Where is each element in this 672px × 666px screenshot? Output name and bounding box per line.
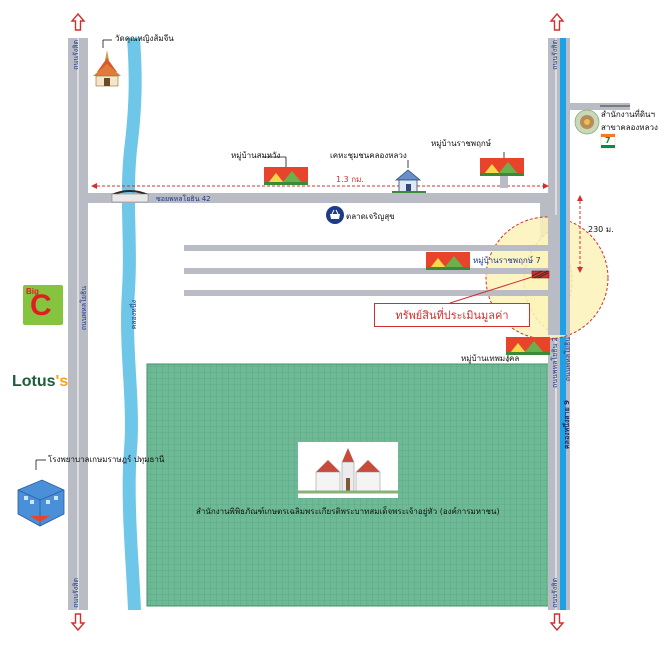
arrow-up-left-icon	[70, 12, 86, 31]
distance-vertical-label: 230 ม.	[588, 225, 614, 234]
right-road-label-top: ถนนรังสิต	[551, 40, 559, 70]
asset-pointer-line	[449, 276, 533, 304]
land-office-icon	[574, 109, 600, 135]
village-somwang-icon	[264, 167, 308, 185]
asset-callout: ทรัพย์สินที่ประเมินมูลค่า	[374, 303, 530, 327]
lotus-suffix-text: 's	[55, 373, 69, 390]
lotus-logo: Lotus's	[12, 373, 68, 391]
bigc-logo: Big C	[23, 285, 63, 325]
arrow-down-left-icon	[70, 613, 86, 632]
right-road-label-mid: ถนนพหลโยธิน 2	[551, 337, 559, 388]
left-road-label-bottom: ถนนรังสิต	[72, 578, 80, 608]
seven-eleven-icon	[600, 133, 616, 149]
temple-icon	[93, 50, 121, 87]
village-road-2	[184, 268, 548, 274]
soi-road	[88, 193, 548, 203]
right-road-label-mid2: ถนนพหลโยธิน	[564, 337, 572, 382]
seven-eleven-label: 7	[605, 136, 611, 145]
village-rajapruk-icon	[480, 158, 524, 176]
bigc-small-text: Big	[26, 287, 39, 296]
land-office-road	[570, 103, 630, 110]
bigc-letter: C	[30, 289, 52, 322]
canal	[121, 38, 142, 610]
land-office-label-1: สำนักงานที่ดินฯ	[601, 110, 655, 119]
arrow-up-right-icon	[549, 12, 565, 31]
museum-label: สำนักงานพิพิธภัณฑ์เกษตรเฉลิมพระเกียรติพร…	[196, 507, 500, 516]
soi-label: ซอยพหลโยธิน 42	[156, 195, 211, 203]
museum-building-icon	[298, 442, 398, 498]
temple-label: วัดคุณหญิงส้มจีน	[115, 34, 174, 43]
hospital-label: โรงพยาบาลเกษมราษฎร์ ปทุมธานี	[48, 455, 165, 464]
market-icon	[326, 206, 344, 224]
village-thepmongkol-icon	[506, 337, 550, 355]
village-rajapruk-label: หมู่บ้านราชพฤกษ์	[431, 139, 492, 148]
village-somwang-label: หมู่บ้านสมหวัง	[231, 151, 281, 160]
village-rajapruk7-label: หมู่บ้านราชพฤกษ์ 7	[473, 256, 541, 265]
lotus-main-text: Lotus	[12, 373, 56, 390]
hospital-icon	[17, 479, 65, 527]
distance-horizontal-label: 1.3 กม.	[336, 175, 364, 184]
land-office-label-2: สาขาคลองหลวง	[601, 123, 658, 132]
village-rajapruk7-icon	[426, 252, 470, 270]
canal-label: คลองหนึ่ง	[130, 300, 138, 330]
community-house-label: เคหะชุมชนคลองหลวง	[330, 151, 407, 160]
community-house-icon	[392, 169, 426, 193]
village-road-3	[184, 290, 548, 296]
klong-9-label: คลองหนึ่งสาย 9	[563, 400, 571, 450]
right-road-label-bottom: ถนนรังสิต	[551, 578, 559, 608]
market-label: ตลาดเจริญสุข	[346, 212, 395, 221]
village-road-1	[184, 245, 548, 251]
arrow-down-right-icon	[549, 613, 565, 632]
left-road-label-mid: ถนนพหลโยธิน	[80, 286, 88, 331]
left-road-label-top: ถนนรังสิต	[72, 40, 80, 70]
village-thepmongkol-label: หมู่บ้านเทพมงคล	[461, 354, 520, 363]
